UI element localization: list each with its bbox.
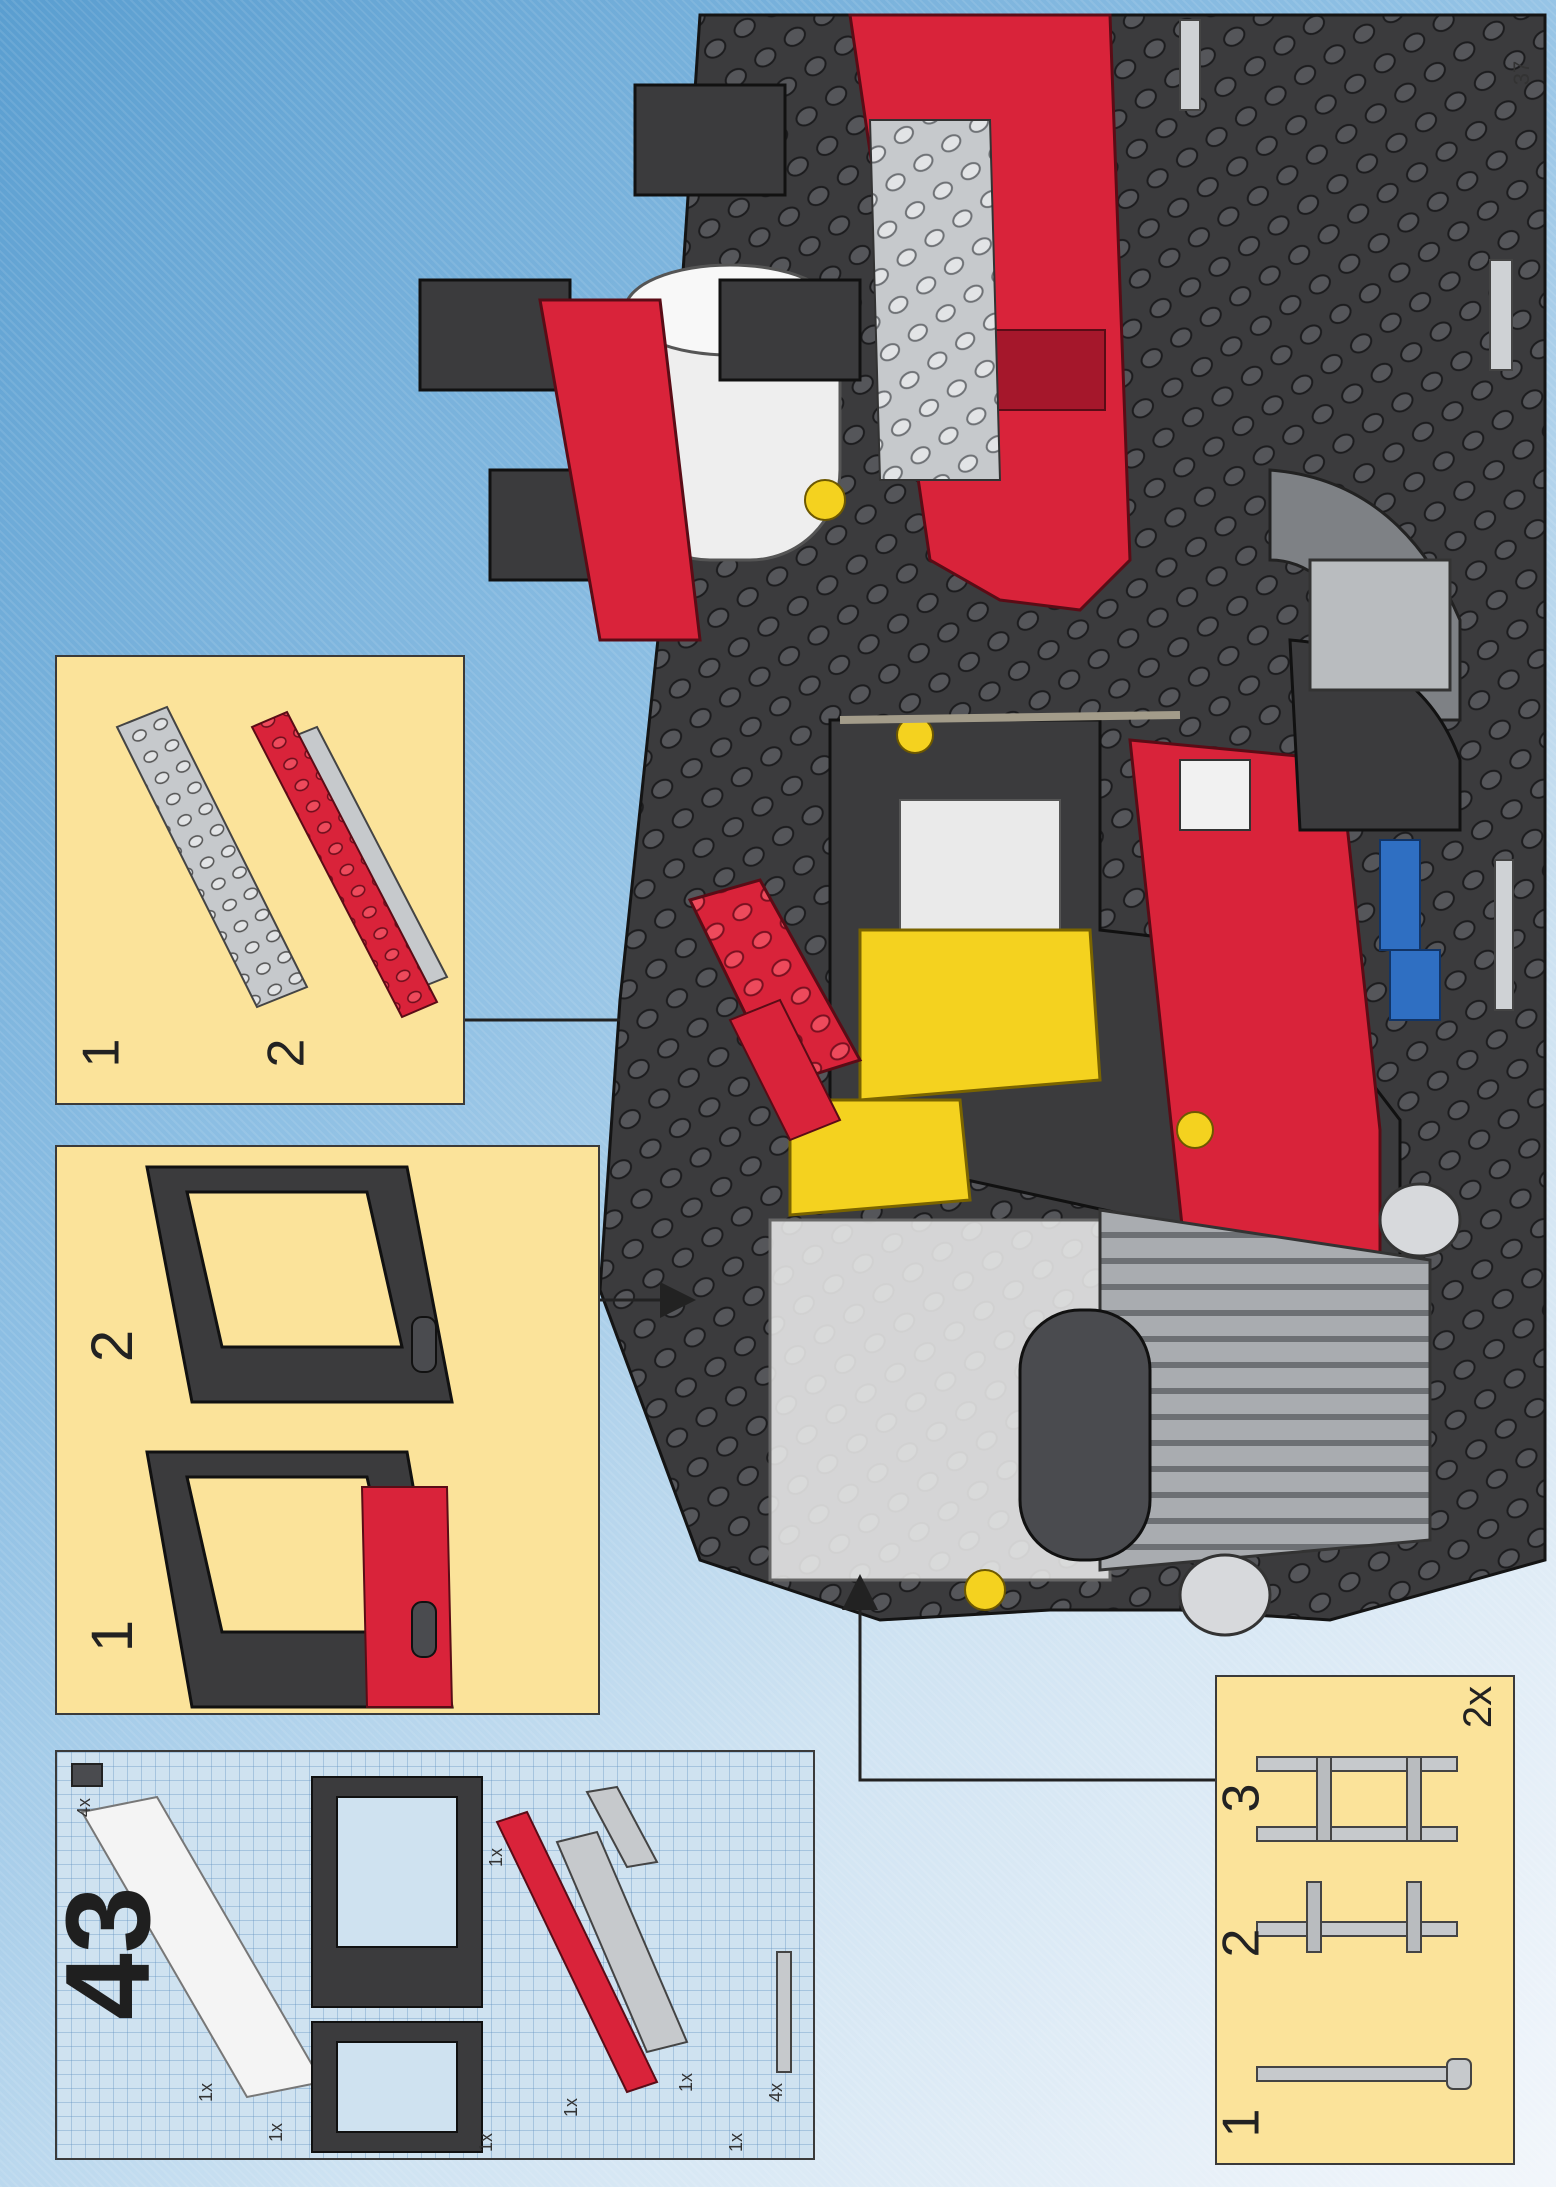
subassembly-plates-panel: 1 2 — [55, 655, 465, 1105]
subassembly-doors-illustration — [145, 1165, 454, 1709]
page-number: 37 — [1508, 60, 1534, 86]
subassembly-handles-illustration — [1256, 1756, 1472, 2090]
subassembly-doors-panel: 1 2 — [55, 1145, 600, 1715]
subassembly-plates-illustration — [115, 705, 449, 1019]
subassembly-handles-panel: 1 2 3 2x — [1215, 1675, 1515, 2165]
step-number: 43 — [41, 1886, 175, 2020]
callout-arrow — [842, 1574, 1215, 1782]
parts-list-illustration — [71, 1763, 792, 2153]
parts-list-panel: 4x 1x 1x 1x 1x 1x 1x 1x 4x — [55, 1750, 815, 2160]
